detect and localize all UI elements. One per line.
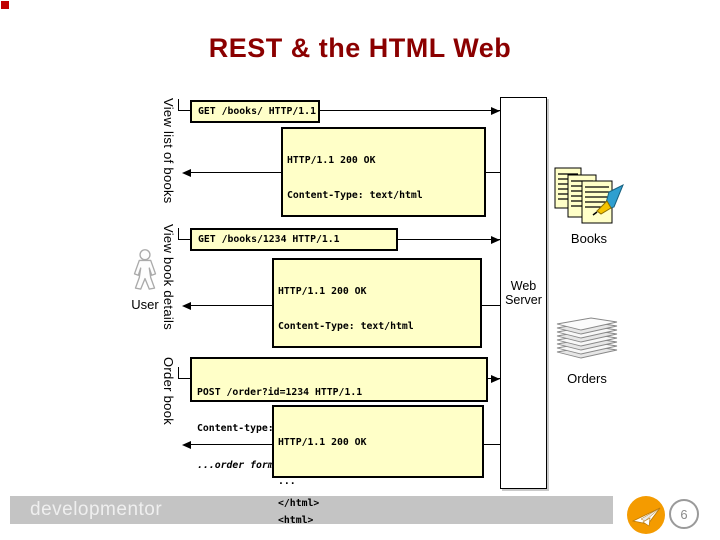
person-icon — [133, 249, 157, 290]
documents-quill-icon — [554, 167, 624, 224]
page-number: 6 — [680, 506, 688, 522]
paper-airplane-logo-icon — [627, 496, 665, 534]
orders-label: Orders — [567, 371, 607, 386]
response3-box: HTTP/1.1 200 OK ... <html> <a href="/ord… — [272, 405, 484, 526]
request2-box: GET /books/1234 HTTP/1.1 — [190, 228, 398, 251]
books-label: Books — [570, 231, 608, 246]
request3-arrowhead-icon — [491, 375, 500, 383]
paper-stack-icon — [556, 317, 618, 359]
response2-arrowhead-icon — [182, 302, 191, 310]
user-actor: User — [121, 249, 169, 312]
request2-tick — [178, 228, 179, 239]
request1-box: GET /books/ HTTP/1.1 — [190, 100, 320, 123]
response1-arrowhead-icon — [182, 169, 191, 177]
user-label: User — [131, 297, 159, 312]
page-title: REST & the HTML Web — [208, 33, 512, 63]
page-number-badge: 6 — [669, 499, 699, 529]
action-label-order-book: Order book — [161, 357, 176, 426]
response1-box: HTTP/1.1 200 OK Content-Type: text/html … — [281, 127, 486, 378]
action-label-view-list: View list of books — [161, 98, 176, 204]
response3-arrowhead-icon — [182, 441, 191, 449]
request3-tick — [178, 367, 179, 378]
action-label-view-details: View book details — [161, 224, 176, 331]
request2-arrowhead-icon — [491, 236, 500, 244]
books-resource: Books — [551, 166, 627, 246]
request1-tick — [178, 99, 179, 110]
response2-box: HTTP/1.1 200 OK Content-Type: text/html … — [272, 258, 482, 509]
request1-line — [178, 110, 500, 111]
orders-resource: Orders — [549, 314, 625, 386]
web-server-label: Web Server — [505, 279, 542, 307]
request3-box: POST /order?id=1234 HTTP/1.1 Content-typ… — [190, 357, 488, 471]
footer-bar — [10, 496, 613, 524]
brand-logo-text: developmentor — [30, 499, 163, 520]
web-server-box: Web Server — [500, 97, 547, 489]
request1-arrowhead-icon — [491, 107, 500, 115]
slide-corner-accent — [1, 1, 9, 9]
